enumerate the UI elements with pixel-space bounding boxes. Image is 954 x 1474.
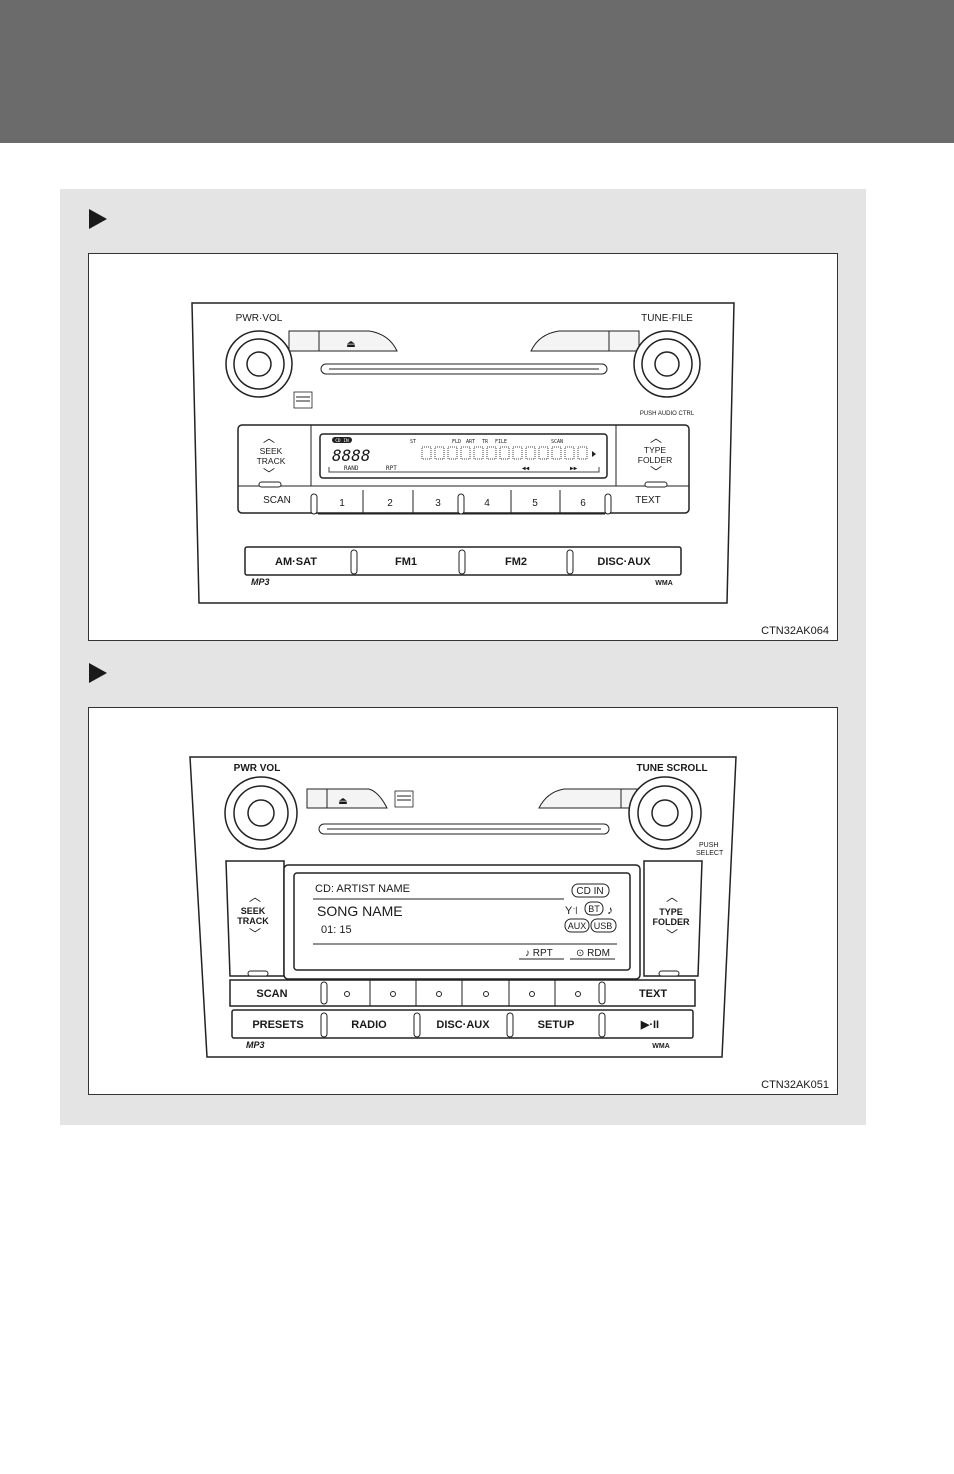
wma-logo-2: WMA <box>652 1043 670 1050</box>
bullet-arrow-2 <box>89 663 107 683</box>
type-label-2: TYPE <box>659 907 683 917</box>
compact-disc-logo-icon-2 <box>394 790 414 808</box>
seek-label-2: SEEK <box>241 906 266 916</box>
scan-button-2: SCAN <box>256 988 287 1000</box>
push-audio-ctrl-label: PUSH AUDIO CTRL <box>640 411 695 417</box>
type-folder-panel <box>643 860 703 977</box>
mp3-logo-2: MP3 <box>246 1040 265 1050</box>
compact-disc-logo-icon <box>293 391 313 409</box>
preset-dot-2 <box>390 991 396 997</box>
lcd-rew-icon: ◀◀ <box>522 465 530 472</box>
figure-2-id: CTN32AK051 <box>761 1079 829 1091</box>
lcd-scan: SCAN <box>551 439 563 445</box>
pwr-vol-label: PWR·VOL <box>236 313 283 324</box>
screen-rdm: ⊙ RDM <box>576 948 610 959</box>
screen-usb-badge: USB <box>594 921 613 931</box>
bullet-arrow-1 <box>89 209 107 229</box>
eject-icon: ⏏ <box>346 339 355 350</box>
preset-2: 2 <box>387 498 393 509</box>
tune-file-label: TUNE·FILE <box>641 313 693 324</box>
tune-scroll-label: TUNE SCROLL <box>636 763 707 774</box>
seek-down-chevron-icon-2: ﹀ <box>249 927 261 941</box>
type-label: TYPE <box>644 445 667 455</box>
am-sat-button: AM·SAT <box>275 556 317 568</box>
type-up-chevron-icon: ︿ <box>650 431 662 445</box>
figure-2-box: ⏏ PWR VOL TUNE SCROLL PUSH SELECT ︿ SEEK… <box>88 707 838 1095</box>
track-label-2: TRACK <box>237 916 269 926</box>
lcd-st: ST <box>410 439 416 445</box>
seek-down-chevron-icon: ﹀ <box>263 467 275 481</box>
display-screen <box>293 872 631 971</box>
seek-up-chevron-icon-2: ︿ <box>249 890 261 904</box>
presets-button: PRESETS <box>252 1019 303 1031</box>
scan-button: SCAN <box>263 495 291 506</box>
lcd-tr: TR <box>482 439 489 445</box>
fm2-button: FM2 <box>505 556 527 568</box>
lcd-art: ART <box>466 439 475 445</box>
music-note-icon: ♪ <box>607 903 613 917</box>
preset-dot-5 <box>529 991 535 997</box>
play-pause-button: ▶·II <box>640 1019 659 1031</box>
radio-button: RADIO <box>351 1019 387 1031</box>
screen-song-name: SONG NAME <box>317 903 403 919</box>
preset-dot-1 <box>344 991 350 997</box>
eject-icon-2: ⏏ <box>338 796 347 807</box>
lcd-rpt: RPT <box>386 465 397 472</box>
function-button-bar <box>231 1009 694 1039</box>
preset-dot-4 <box>483 991 489 997</box>
seek-up-chevron-icon: ︿ <box>263 431 275 445</box>
preset-1: 1 <box>339 498 345 509</box>
text-button: TEXT <box>635 495 661 506</box>
fm1-button: FM1 <box>395 556 417 568</box>
wma-logo: WMA <box>655 580 673 587</box>
screen-aux-badge: AUX <box>568 921 587 931</box>
preset-3: 3 <box>435 498 441 509</box>
disc-aux-button: DISC·AUX <box>597 556 651 568</box>
right-slot-block <box>608 330 640 352</box>
lcd-dot-matrix <box>421 446 588 460</box>
lcd-ff-icon: ▶▶ <box>570 465 578 472</box>
lcd-rand: RAND <box>344 465 359 472</box>
preset-4: 4 <box>484 498 490 509</box>
lcd-display: CD IN ST FLD ART TR FILE SCAN 8888 <box>319 433 608 479</box>
lcd-cd-in: CD IN <box>335 438 349 444</box>
folder-label: FOLDER <box>638 455 672 465</box>
type-down-chevron-icon-2: ﹀ <box>666 928 678 942</box>
eject-left-block <box>288 330 320 352</box>
figure-1-box: ⏏ PWR·VOL TUNE·FILE PUSH AUDIO CTRL ︿ SE… <box>88 253 838 641</box>
push-label: PUSH <box>699 842 718 849</box>
page-header-bar <box>0 0 954 143</box>
track-label: TRACK <box>257 456 286 466</box>
lcd-segment-digits: 8888 <box>332 446 371 465</box>
seek-label: SEEK <box>260 446 283 456</box>
select-label: SELECT <box>696 850 724 857</box>
screen-source-line: CD: ARTIST NAME <box>315 883 410 895</box>
setup-button: SETUP <box>538 1019 575 1031</box>
preset-dot-3 <box>436 991 442 997</box>
lcd-fld: FLD <box>452 439 461 445</box>
mp3-logo: MP3 <box>251 577 270 587</box>
eject-button <box>318 330 398 352</box>
folder-label-2: FOLDER <box>653 917 690 927</box>
pwr-vol-label-2: PWR VOL <box>234 763 281 774</box>
lcd-file: FILE <box>495 439 507 445</box>
type-down-chevron-icon: ﹀ <box>650 465 662 479</box>
preset-6: 6 <box>580 498 586 509</box>
figure-2-illustration: ⏏ PWR VOL TUNE SCROLL PUSH SELECT ︿ SEEK… <box>189 756 737 1058</box>
eject-button-2 <box>326 788 388 809</box>
figure-1-illustration: ⏏ PWR·VOL TUNE·FILE PUSH AUDIO CTRL ︿ SE… <box>191 302 735 604</box>
screen-time: 01: 15 <box>321 924 352 936</box>
preset-dot-6 <box>575 991 581 997</box>
disc-aux-button-2: DISC·AUX <box>436 1019 490 1031</box>
screen-bt-badge: BT <box>588 904 600 914</box>
signal-bars-icon: Y꜉ <box>565 905 578 917</box>
screen-cd-in-badge: CD IN <box>576 886 603 897</box>
screen-rpt: ♪ RPT <box>525 948 553 959</box>
right-slot-wedge <box>530 330 610 352</box>
preset-5: 5 <box>532 498 538 509</box>
type-up-chevron-icon-2: ︿ <box>666 890 678 904</box>
figure-1-id: CTN32AK064 <box>761 625 829 637</box>
preset-buttons: 1 2 3 4 5 6 <box>310 490 612 515</box>
text-button-2: TEXT <box>639 988 667 1000</box>
